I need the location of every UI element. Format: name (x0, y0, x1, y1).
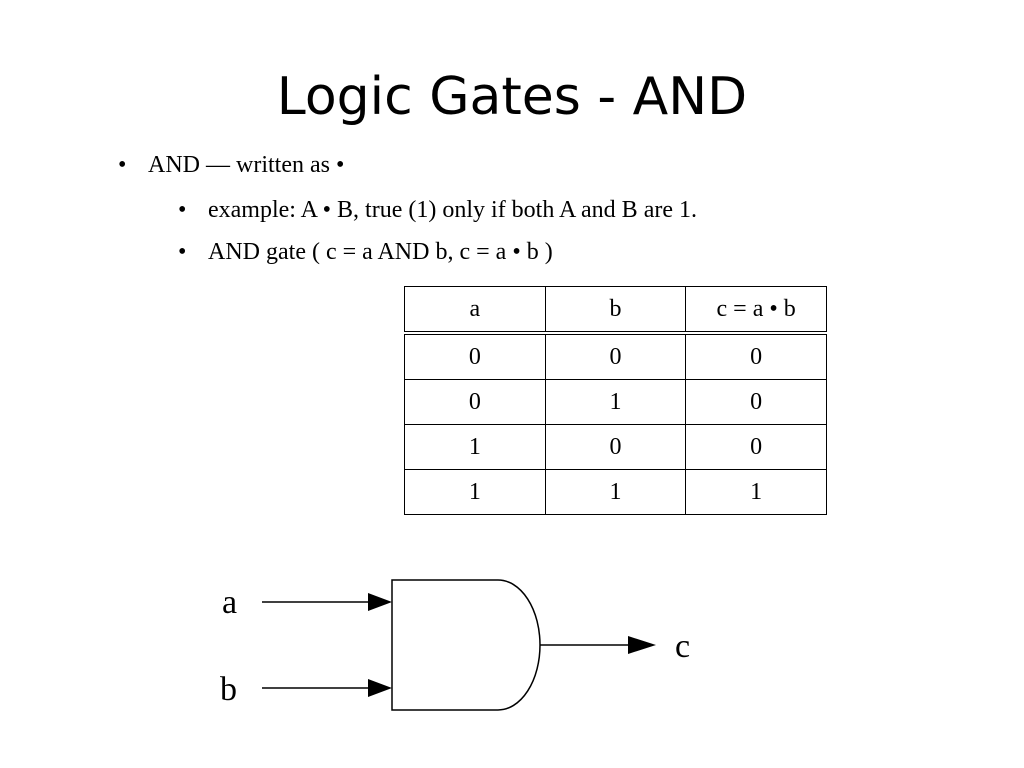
table-cell: 1 (685, 469, 827, 515)
bullet-dot: • (178, 197, 187, 223)
table-cell: 1 (404, 469, 546, 515)
table-cell: 0 (404, 332, 546, 380)
input-a-arrow-icon (368, 593, 392, 611)
bullet-text: AND gate ( c = a AND b, c = a • b ) (208, 239, 553, 265)
header-b: b (544, 286, 687, 335)
bullet-and-gate: • AND gate ( c = a AND b, c = a • b ) (178, 237, 553, 267)
table-row: 1 1 1 (404, 469, 827, 515)
bullet-example: • example: A • B, true (1) only if both A… (178, 195, 697, 225)
bullet-dot: • (178, 239, 187, 265)
table-row: 0 1 0 (404, 379, 827, 425)
table-cell: 1 (544, 469, 687, 515)
truth-table-header-row: a b c = a • b (404, 286, 827, 335)
output-c-label: c (675, 628, 690, 665)
table-cell: 0 (685, 424, 827, 470)
input-a-label: a (222, 584, 237, 621)
table-row: 1 0 0 (404, 424, 827, 470)
input-b-arrow-icon (368, 679, 392, 697)
input-b-label: b (220, 671, 237, 708)
table-cell: 1 (544, 379, 687, 425)
bullet-text: AND — written as • (148, 152, 345, 178)
table-cell: 0 (544, 424, 687, 470)
table-cell: 0 (404, 379, 546, 425)
bullet-dot: • (118, 152, 127, 178)
table-cell: 1 (404, 424, 546, 470)
output-arrow-icon (628, 636, 656, 654)
slide-title: Logic Gates - AND (276, 67, 748, 127)
header-c: c = a • b (685, 286, 827, 335)
bullet-and-written-as: • AND — written as • (118, 150, 344, 180)
table-cell: 0 (685, 379, 827, 425)
table-cell: 0 (685, 332, 827, 380)
and-gate-body (391, 579, 541, 711)
truth-table: a b c = a • b 0 0 0 0 1 0 1 0 0 1 1 1 (404, 286, 827, 515)
bullet-text: example: A • B, true (1) only if both A … (208, 197, 697, 223)
